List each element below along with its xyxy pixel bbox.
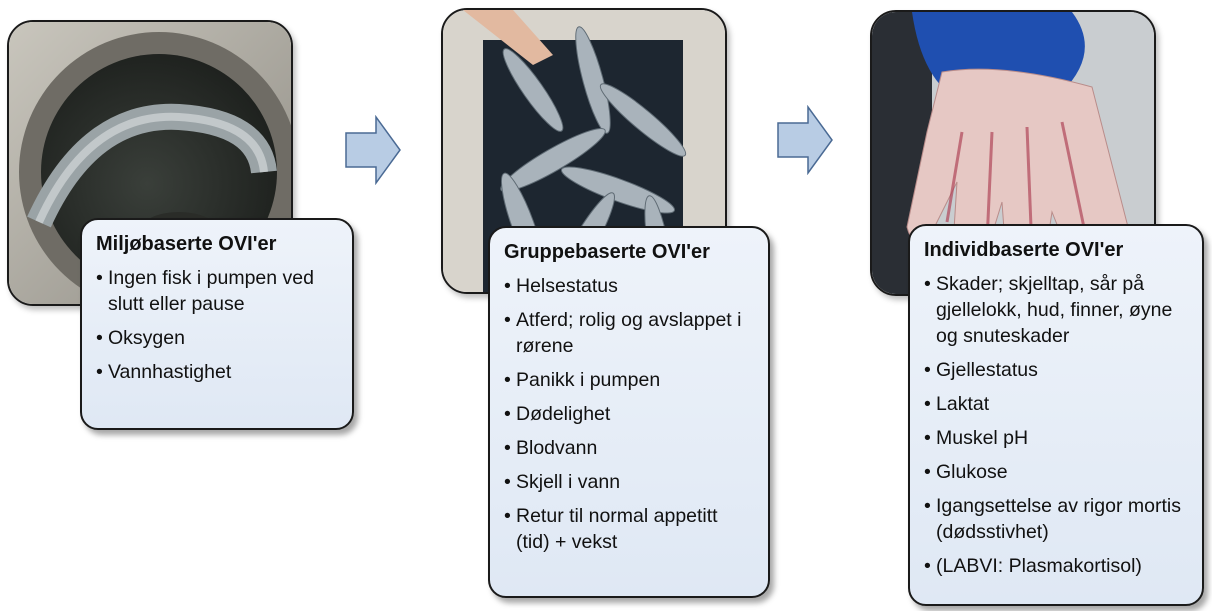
list-item: Oksygen [96, 325, 340, 351]
stage-card-group: Gruppebaserte OVI'er Helsestatus Atferd;… [488, 226, 770, 598]
list-item: Muskel pH [924, 425, 1190, 451]
list-item: Vannhastighet [96, 359, 340, 385]
stage-title: Miljøbaserte OVI'er [96, 233, 277, 255]
ovi-list: Skader; skjelltap, sår på gjellelokk, hu… [924, 271, 1190, 579]
list-item: Laktat [924, 391, 1190, 417]
stage-card-individual: Individbaserte OVI'er Skader; skjelltap,… [908, 224, 1204, 606]
list-item: Skader; skjelltap, sår på gjellelokk, hu… [924, 271, 1190, 349]
list-item: Glukose [924, 459, 1190, 485]
flow-arrow-icon [345, 115, 401, 185]
ovi-list: Ingen fisk i pumpen ved slutt eller paus… [96, 265, 340, 385]
stage-card-environment: Miljøbaserte OVI'er Ingen fisk i pumpen … [80, 218, 354, 430]
list-item: (LABVI: Plasmakortisol) [924, 553, 1190, 579]
list-item: Dødelighet [504, 401, 756, 427]
stage-title: Gruppebaserte OVI'er [504, 241, 710, 263]
list-item: Skjell i vann [504, 469, 756, 495]
list-item: Ingen fisk i pumpen ved slutt eller paus… [96, 265, 340, 317]
list-item: Retur til normal appetitt (tid) + vekst [504, 503, 756, 555]
list-item: Igangsettelse av rigor mortis (dødsstivh… [924, 493, 1190, 545]
list-item: Blodvann [504, 435, 756, 461]
list-item: Helsestatus [504, 273, 756, 299]
list-item: Gjellestatus [924, 357, 1190, 383]
ovi-list: Helsestatus Atferd; rolig og avslappet i… [504, 273, 756, 555]
list-item: Atferd; rolig og avslappet i rørene [504, 307, 756, 359]
stage-title: Individbaserte OVI'er [924, 239, 1124, 261]
list-item: Panikk i pumpen [504, 367, 756, 393]
flow-arrow-icon [777, 105, 833, 175]
